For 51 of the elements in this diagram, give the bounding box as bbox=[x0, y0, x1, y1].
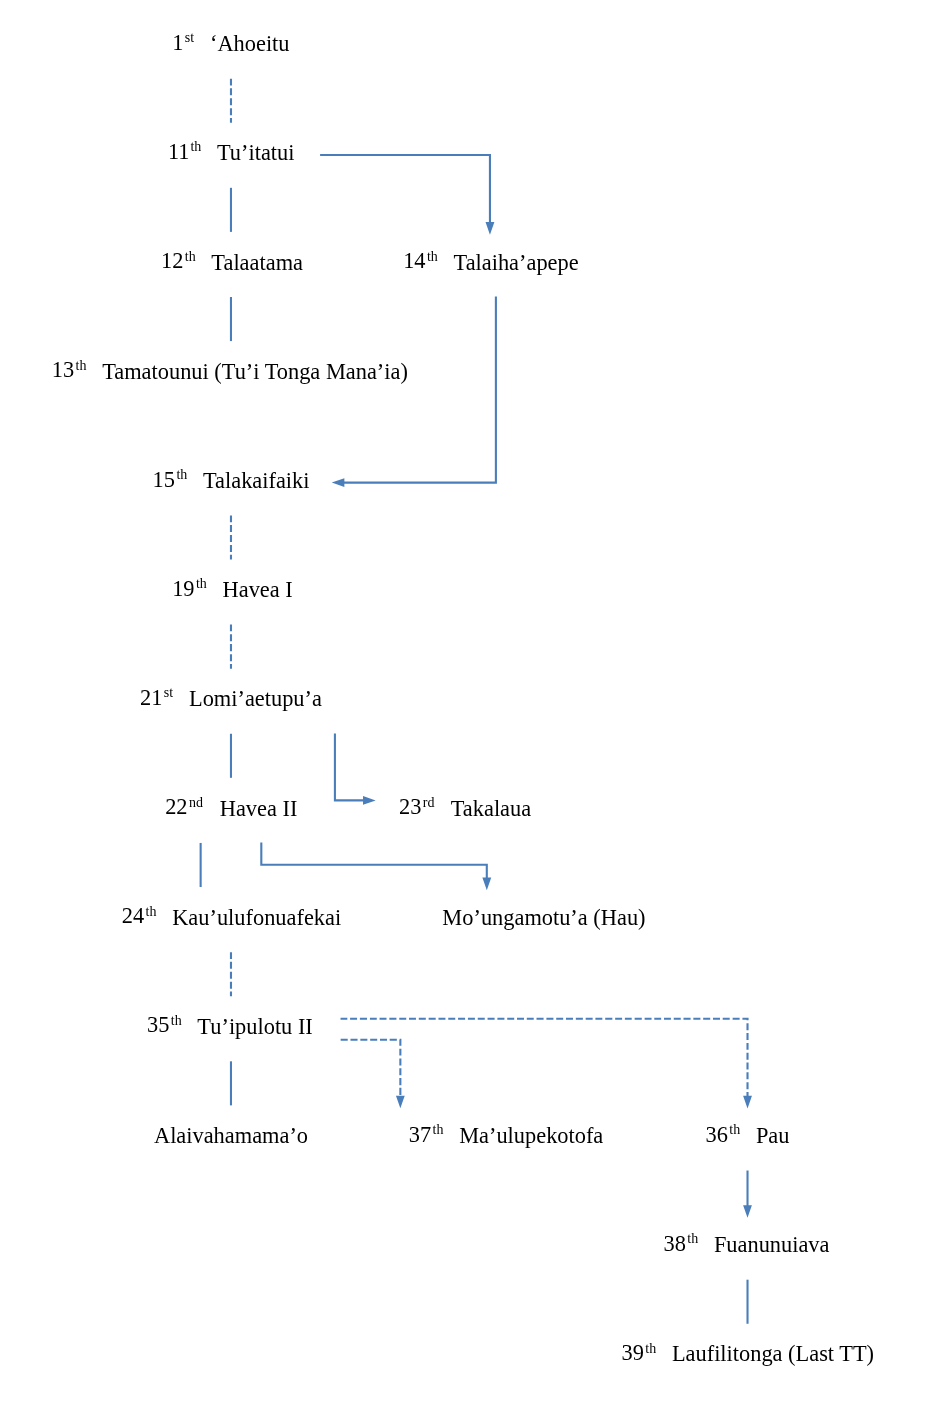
node-text: Alaivahamama’o bbox=[153, 1123, 309, 1149]
node-text: Laufilitonga (Last TT) bbox=[671, 1341, 875, 1367]
node-label: 1$^{st}$ bbox=[172, 29, 195, 55]
node-text: Talakaifaiki bbox=[202, 467, 310, 493]
node-text: Kau’ulufonuafekai bbox=[172, 904, 342, 930]
node-label: 24$^{th}$ bbox=[121, 903, 157, 929]
node-label: 35$^{th}$ bbox=[146, 1012, 182, 1038]
node-text: Ma’ulupekotofa bbox=[459, 1123, 604, 1149]
connector bbox=[229, 187, 233, 232]
node-text: Tu’ipulotu II bbox=[197, 1013, 313, 1039]
node-label: 22$^{nd}$ bbox=[165, 794, 203, 820]
node-text: Talaiha’apepe bbox=[453, 249, 579, 275]
connector bbox=[229, 733, 233, 778]
node-text: Lomi’aetupu’a bbox=[188, 686, 322, 712]
node-label: 13$^{th}$ bbox=[51, 357, 87, 383]
arrow bbox=[340, 1017, 752, 1109]
node-label: 36$^{th}$ bbox=[705, 1121, 741, 1147]
node-label: 12$^{th}$ bbox=[160, 248, 196, 274]
node-text: Havea II bbox=[219, 795, 298, 821]
connector bbox=[229, 1061, 233, 1106]
node-label: 21$^{st}$ bbox=[139, 684, 174, 710]
node-label: 37$^{th}$ bbox=[408, 1121, 444, 1147]
node-text: Talaatama bbox=[211, 249, 303, 275]
arrow bbox=[331, 296, 497, 488]
node-text: Fuanunuiava bbox=[713, 1232, 830, 1258]
connector bbox=[229, 515, 233, 560]
connector bbox=[229, 952, 233, 997]
node-label: 38$^{th}$ bbox=[663, 1230, 699, 1256]
node-label: 19$^{th}$ bbox=[172, 575, 207, 601]
node-text: Takalaua bbox=[450, 795, 532, 821]
connector bbox=[199, 842, 202, 887]
arrow bbox=[340, 1038, 405, 1109]
node-text: Pau bbox=[755, 1123, 790, 1149]
connector bbox=[746, 1279, 749, 1324]
connector bbox=[229, 78, 233, 123]
node-text: Tu’itatui bbox=[216, 140, 295, 166]
arrow bbox=[320, 154, 495, 235]
connector bbox=[229, 297, 233, 342]
node-label: 11$^{th}$ bbox=[167, 138, 202, 164]
arrow bbox=[333, 733, 376, 805]
node-label: 23$^{rd}$ bbox=[398, 794, 435, 820]
node-text: Mo’ungamotu’a (Hau) bbox=[442, 904, 646, 930]
connector bbox=[229, 624, 233, 669]
node-text: ‘Ahoeitu bbox=[209, 31, 290, 57]
node-label: 15$^{th}$ bbox=[152, 466, 188, 492]
arrow bbox=[260, 842, 492, 891]
node-text: Tamatounui (Tu’i Tonga Mana’ia) bbox=[102, 358, 408, 384]
arrow bbox=[743, 1170, 752, 1218]
node-text: Havea I bbox=[222, 577, 293, 603]
node-label: 39$^{th}$ bbox=[621, 1340, 657, 1366]
node-label: 14$^{th}$ bbox=[403, 248, 438, 274]
